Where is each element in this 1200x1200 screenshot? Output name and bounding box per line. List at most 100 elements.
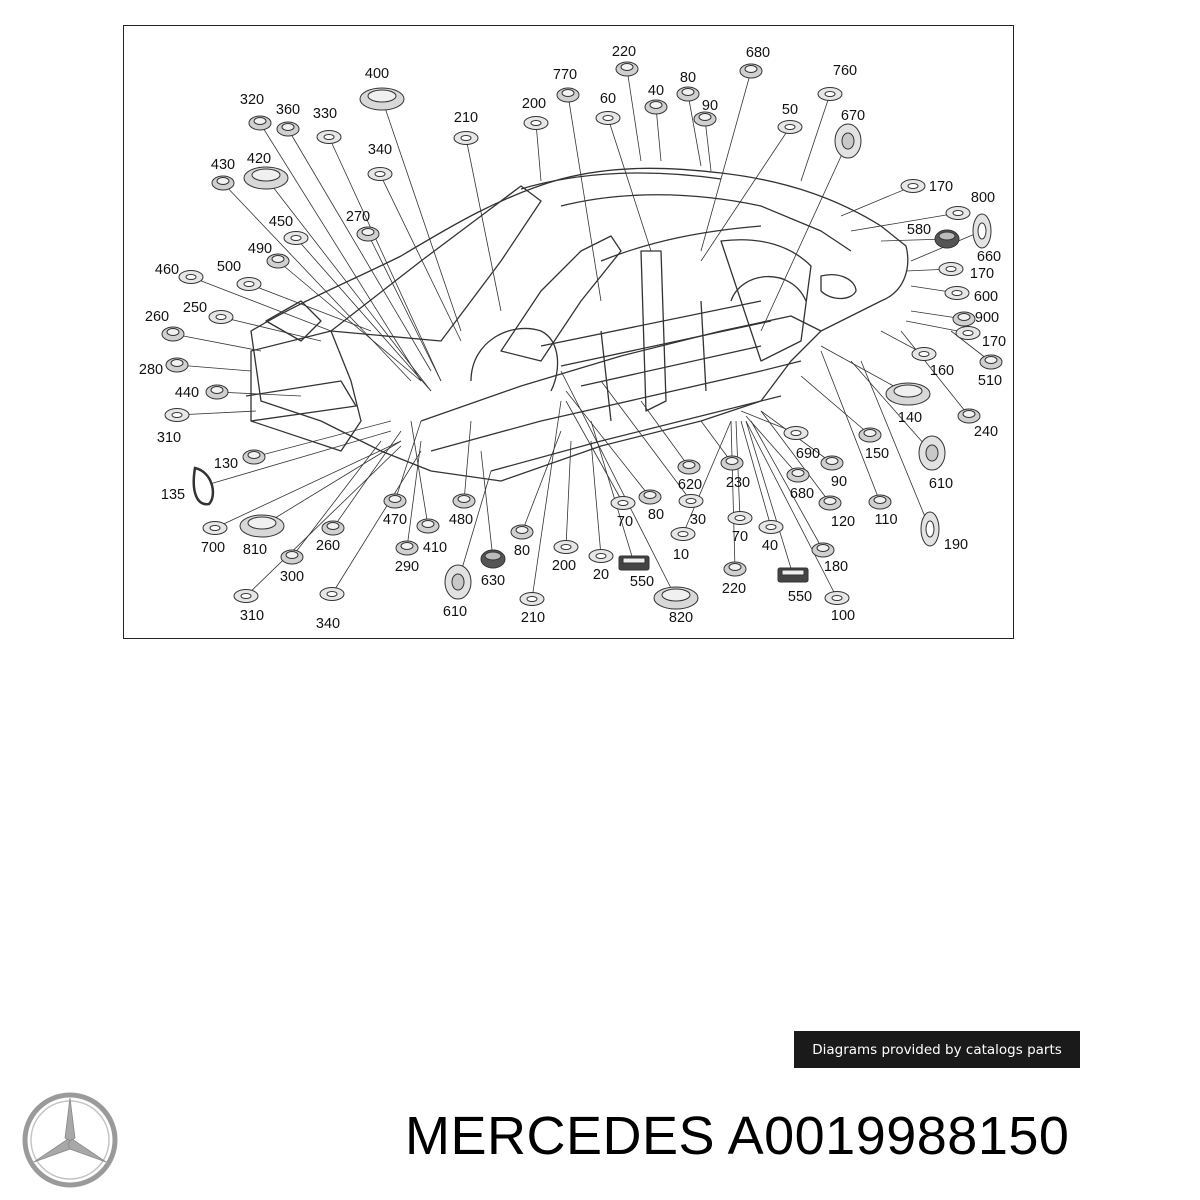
callout-label: 490 [248, 241, 272, 257]
leader-line [216, 391, 302, 397]
callout-label: 300 [280, 569, 304, 585]
callout-label: 440 [175, 385, 199, 401]
callout-label: 500 [217, 259, 241, 275]
leader-line [745, 420, 794, 576]
callout-label: 170 [970, 266, 994, 282]
leader-line [840, 185, 914, 217]
part-440-icon [205, 384, 229, 400]
part-820-icon [653, 586, 699, 610]
leader-line [259, 122, 422, 382]
callout-label: 50 [782, 102, 798, 118]
callout-label: 80 [648, 507, 664, 523]
callout-label: 220 [612, 44, 636, 60]
callout-label: 760 [833, 63, 857, 79]
part-170-icon [955, 326, 981, 340]
callout-label: 470 [383, 512, 407, 528]
leader-line [465, 137, 502, 312]
part-40-icon [644, 99, 668, 115]
part-130-icon [242, 449, 266, 465]
part-420-icon [243, 166, 289, 190]
leader-line [406, 440, 422, 549]
part-500-icon [236, 277, 262, 291]
part-100-icon [824, 591, 850, 605]
callout-label: 160 [930, 363, 954, 379]
leader-line [626, 68, 642, 162]
leader-line [800, 93, 831, 182]
leader-line [176, 410, 257, 416]
credit-badge: Diagrams provided by catalogs parts [794, 1031, 1080, 1068]
callout-label: 260 [316, 538, 340, 554]
part-660-icon [972, 213, 992, 249]
callout-label: 210 [521, 610, 545, 626]
leader-line [265, 177, 432, 392]
part-270-icon [356, 226, 380, 242]
leader-line [331, 450, 422, 595]
part-230-icon [720, 455, 744, 471]
callout-label: 180 [824, 559, 848, 575]
leader-line [565, 390, 651, 498]
leader-line [463, 420, 472, 502]
callout-label: 420 [247, 151, 271, 167]
leader-line [735, 420, 741, 519]
part-510-icon [979, 354, 1003, 370]
callout-label: 200 [552, 558, 576, 574]
part-400-icon [359, 87, 405, 111]
part-680-icon [786, 467, 810, 483]
part-600-icon [944, 286, 970, 300]
leader-line [172, 333, 262, 352]
part-290-icon [395, 540, 419, 556]
callout-label: 450 [269, 214, 293, 230]
part-260-icon [321, 520, 345, 536]
callout-label: 810 [243, 542, 267, 558]
callout-label: 40 [648, 83, 664, 99]
callout-label: 820 [669, 610, 693, 626]
part-80-icon [510, 524, 534, 540]
leader-line [760, 410, 831, 504]
leader-line [820, 350, 881, 503]
callout-label: 400 [365, 66, 389, 82]
callout-label: 110 [874, 512, 897, 528]
callout-label: 90 [831, 474, 847, 490]
leader-line [600, 380, 692, 502]
callout-label: 190 [944, 537, 968, 553]
part-300-icon [280, 549, 304, 565]
leader-line [687, 93, 702, 167]
leader-line [730, 420, 736, 570]
brand-name: MERCEDES [405, 1106, 716, 1166]
callout-label: 40 [762, 538, 778, 554]
part-340-icon [367, 167, 393, 181]
part-330-icon [316, 130, 342, 144]
callout-label: 220 [722, 581, 746, 597]
callout-label: 430 [211, 157, 235, 173]
leader-line [850, 212, 959, 232]
part-250-icon [208, 310, 234, 324]
part-310-icon [233, 589, 259, 603]
callout-label: 70 [617, 514, 633, 530]
leader-line [328, 136, 442, 382]
callout-label: 30 [690, 512, 706, 528]
part-80-icon [638, 489, 662, 505]
callout-label: 280 [139, 362, 163, 378]
callout-label: 480 [449, 512, 473, 528]
callout-label: 620 [678, 477, 702, 493]
part-70-icon [610, 496, 636, 510]
part-460-icon [178, 270, 204, 284]
leader-line [521, 430, 562, 533]
leader-line [394, 420, 422, 502]
callout-label: 70 [732, 529, 748, 545]
callout-label: 320 [240, 92, 264, 108]
callout-label: 410 [423, 540, 447, 556]
leader-line [535, 122, 542, 182]
part-620-icon [677, 459, 701, 475]
leader-line [202, 430, 392, 487]
leader-line [277, 260, 422, 382]
leader-line [287, 128, 432, 372]
part-770-icon [556, 87, 580, 103]
credit-text: Diagrams provided by catalogs parts [812, 1041, 1062, 1058]
part-340-icon [319, 587, 345, 601]
leader-line [800, 375, 871, 436]
part-210-icon [519, 592, 545, 606]
leader-line [220, 316, 322, 342]
leader-line [567, 94, 602, 302]
